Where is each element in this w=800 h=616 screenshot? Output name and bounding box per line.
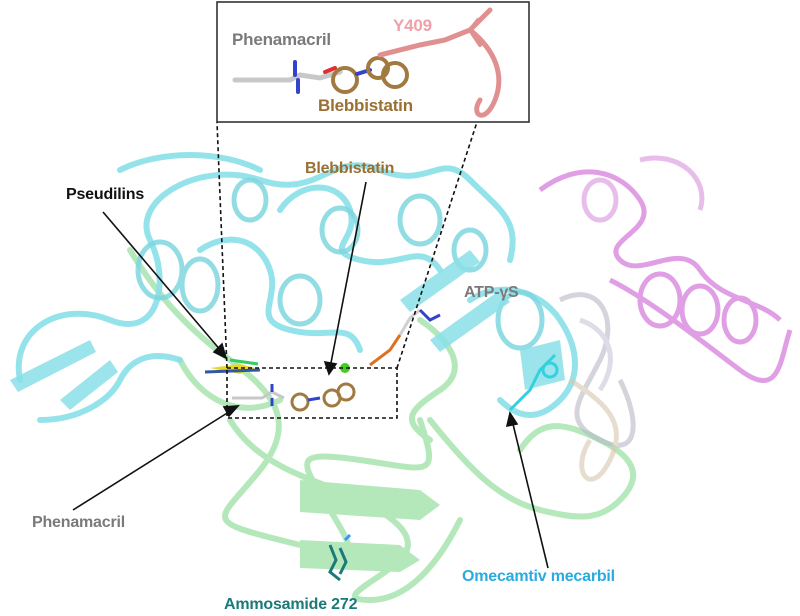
- callout-arrows: [72, 181, 549, 569]
- label-blebbistatin: Blebbistatin: [305, 160, 395, 177]
- zoom-indicator: [216, 121, 478, 419]
- inset-label-phenamacril: Phenamacril: [232, 30, 331, 49]
- light-chain-ribbon: [558, 292, 636, 482]
- label-pseudilins: Pseudilins: [66, 186, 145, 203]
- blebbistatin-ligand-main: [290, 382, 356, 412]
- omecamtiv-ligand: [508, 353, 559, 412]
- atp-ligand: [340, 308, 441, 373]
- pseudilins-ligand: [204, 358, 261, 374]
- inset-label-y409: Y409: [393, 16, 432, 35]
- motor-domain-helices: [135, 177, 545, 351]
- lower-domain-ribbon: [127, 247, 637, 604]
- ammosamide-ligand: [328, 533, 352, 582]
- phenamacril-ligand-main: [232, 384, 285, 406]
- inset-ligands: [232, 7, 502, 118]
- magnesium-ion: [340, 363, 350, 373]
- label-omecamtiv-mecarbil: Omecamtiv mecarbil: [462, 568, 615, 585]
- label-atp-gamma-s: ATP-γS: [464, 284, 519, 301]
- lever-arm-ribbon: [538, 155, 793, 384]
- inset-label-blebbistatin: Blebbistatin: [318, 96, 413, 115]
- label-phenamacril: Phenamacril: [32, 514, 125, 531]
- label-ammosamide-272: Ammosamide 272: [224, 596, 358, 613]
